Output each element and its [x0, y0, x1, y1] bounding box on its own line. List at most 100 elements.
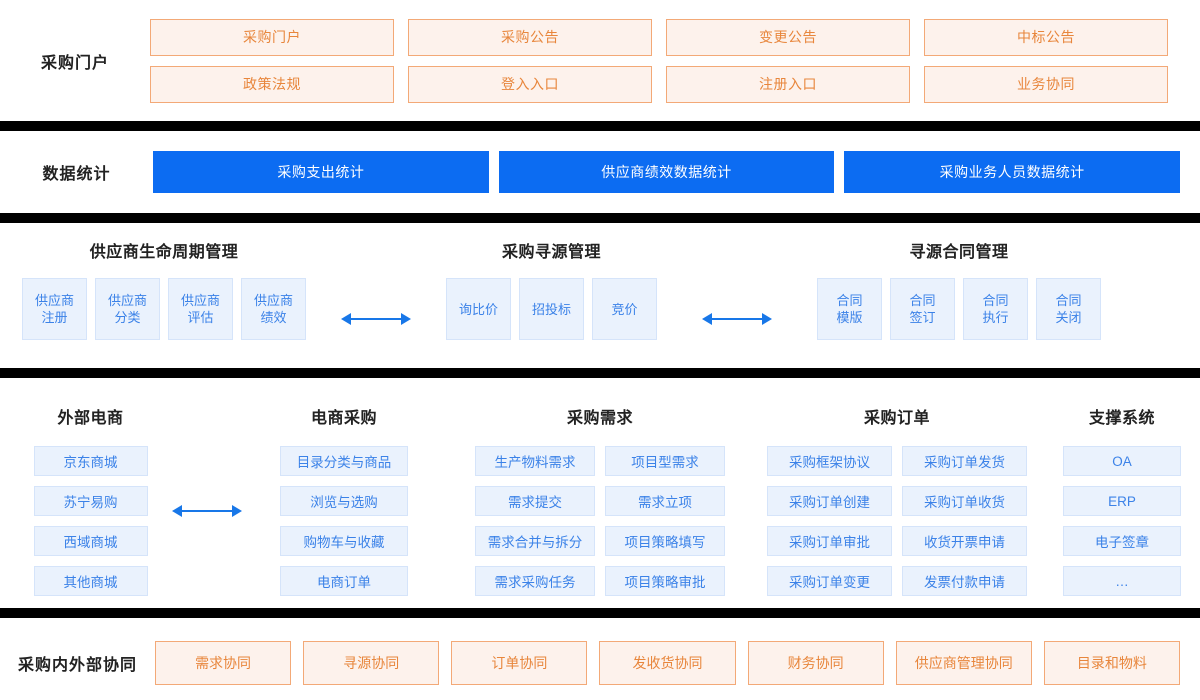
cell-ecommerce-order[interactable]: 电商订单: [280, 566, 408, 596]
tile-line2: 执行: [982, 310, 1009, 325]
cell-xiyu-mall[interactable]: 西域商城: [33, 526, 148, 556]
tile-line1: 询比价: [458, 301, 498, 317]
arrow-sourcing-to-contract-wrap: [657, 223, 817, 368]
cell-erp[interactable]: ERP: [1063, 486, 1181, 516]
cell-order-shipment[interactable]: 采购订单发货: [902, 446, 1027, 476]
cell-electronic-seal[interactable]: 电子签章: [1063, 526, 1181, 556]
cell-more-ellipsis[interactable]: …: [1063, 566, 1181, 596]
tile-line1: 供应商: [180, 293, 220, 308]
portal-chip-grid: 采购门户 采购公告 变更公告 中标公告 政策法规 登入入口 注册入口 业务协同: [150, 18, 1180, 103]
group-supplier-lifecycle-tiles: 供应商 注册 供应商 分类 供应商 评估 供应商 绩效: [22, 278, 306, 340]
column-support-systems-title: 支撑系统: [1088, 410, 1155, 427]
portal-chip-award-announcement[interactable]: 中标公告: [924, 18, 1168, 56]
portal-chip-register-entry[interactable]: 注册入口: [666, 65, 910, 103]
cell-demand-merge-split[interactable]: 需求合并与拆分: [475, 526, 595, 556]
statistics-chip-spend[interactable]: 采购支出统计: [153, 151, 489, 193]
section-collaboration-label: 采购内外部协同: [17, 657, 137, 674]
portal-chip-policy-regulations[interactable]: 政策法规: [150, 65, 394, 103]
collab-chip-sourcing[interactable]: 寻源协同: [303, 641, 440, 685]
cell-suning[interactable]: 苏宁易购: [33, 486, 148, 516]
portal-chip-procurement-announcement[interactable]: 采购公告: [408, 18, 652, 56]
section-procurement-portal: 采购门户 采购门户 采购公告 变更公告 中标公告 政策法规 登入入口 注册入口 …: [0, 0, 1200, 121]
statistics-chip-supplier-performance[interactable]: 供应商绩效数据统计: [498, 151, 835, 193]
collab-chip-finance[interactable]: 财务协同: [747, 641, 884, 685]
collab-chip-shipping-receiving[interactable]: 发收货协同: [599, 641, 736, 685]
tile-inquiry-comparison[interactable]: 询比价: [446, 278, 511, 340]
tile-line1: 合同: [836, 293, 863, 308]
column-external-ecommerce: 外部电商 京东商城 苏宁易购 西域商城 其他商城: [23, 404, 158, 596]
arrow-head-right-icon: [401, 312, 411, 325]
group-sourcing-management: 采购寻源管理 询比价 招投标 竞价: [446, 223, 657, 340]
cell-order-approval[interactable]: 采购订单审批: [767, 526, 892, 556]
portal-chip-change-announcement[interactable]: 变更公告: [666, 18, 910, 56]
cell-order-creation[interactable]: 采购订单创建: [767, 486, 892, 516]
double-arrow-icon: [341, 312, 411, 326]
section-data-statistics: 数据统计 采购支出统计 供应商绩效数据统计 采购业务人员数据统计: [0, 131, 1200, 213]
column-external-ecommerce-title: 外部电商: [57, 410, 124, 427]
cell-project-strategy-approval[interactable]: 项目策略审批: [605, 566, 725, 596]
cell-demand-initiation[interactable]: 需求立项: [605, 486, 725, 516]
column-support-systems: 支撑系统 OA ERP 电子签章 …: [1063, 404, 1181, 596]
cell-browse-select[interactable]: 浏览与选购: [280, 486, 408, 516]
cell-production-material-demand[interactable]: 生产物料需求: [475, 446, 595, 476]
cell-demand-submission[interactable]: 需求提交: [475, 486, 595, 516]
cell-oa[interactable]: OA: [1063, 446, 1181, 476]
tile-auction[interactable]: 竞价: [592, 278, 657, 340]
arrow-head-left-icon: [341, 312, 351, 325]
tile-line2: 关闭: [1055, 310, 1082, 325]
tile-supplier-registration[interactable]: 供应商 注册: [22, 278, 87, 340]
portal-chip-procurement-portal[interactable]: 采购门户: [150, 18, 394, 56]
tile-supplier-classification[interactable]: 供应商 分类: [95, 278, 160, 340]
column-ecommerce-procurement: 电商采购 目录分类与商品 浏览与选购 购物车与收藏 电商订单: [280, 404, 408, 596]
cell-order-change[interactable]: 采购订单变更: [767, 566, 892, 596]
tile-contract-closure[interactable]: 合同 关闭: [1036, 278, 1101, 340]
cell-receipt-invoice-application[interactable]: 收货开票申请: [902, 526, 1027, 556]
statistics-chip-staff-data[interactable]: 采购业务人员数据统计: [844, 151, 1180, 193]
collab-chip-demand[interactable]: 需求协同: [155, 641, 292, 685]
statistics-chip-grid: 采购支出统计 供应商绩效数据统计 采购业务人员数据统计: [153, 151, 1200, 193]
tile-line2: 评估: [187, 310, 214, 325]
cell-invoice-payment-application[interactable]: 发票付款申请: [902, 566, 1027, 596]
section-ecommerce-demand-order: 外部电商 京东商城 苏宁易购 西域商城 其他商城 电商采购 目录分类与商品 浏览…: [0, 378, 1200, 608]
group-contract-management-title: 寻源合同管理: [909, 244, 1009, 261]
tile-line2: 签订: [909, 310, 936, 325]
double-arrow-icon: [172, 504, 242, 518]
cell-framework-agreement[interactable]: 采购框架协议: [767, 446, 892, 476]
cell-catalog-category-goods[interactable]: 目录分类与商品: [280, 446, 408, 476]
portal-chip-login-entry[interactable]: 登入入口: [408, 65, 652, 103]
portal-chip-business-collaboration[interactable]: 业务协同: [924, 65, 1168, 103]
group-contract-management: 寻源合同管理 合同 模版 合同 签订 合同 执行 合同: [817, 223, 1101, 340]
tile-contract-signing[interactable]: 合同 签订: [890, 278, 955, 340]
column-ecommerce-procurement-cells: 目录分类与商品 浏览与选购 购物车与收藏 电商订单: [280, 446, 408, 596]
group-contract-management-tiles: 合同 模版 合同 签订 合同 执行 合同 关闭: [817, 278, 1101, 340]
cell-project-strategy-fill[interactable]: 项目策略填写: [605, 526, 725, 556]
tile-line1: 供应商: [34, 293, 74, 308]
tile-supplier-performance[interactable]: 供应商 绩效: [241, 278, 306, 340]
arrow-head-left-icon: [702, 312, 712, 325]
section-lifecycle-sourcing-contract: 供应商生命周期管理 供应商 注册 供应商 分类 供应商 评估: [0, 223, 1200, 368]
collab-chip-order[interactable]: 订单协同: [451, 641, 588, 685]
tile-line1: 供应商: [253, 293, 293, 308]
cell-jd-mall[interactable]: 京东商城: [33, 446, 148, 476]
divider-bar-2: [0, 213, 1200, 223]
tile-line1: 合同: [1055, 293, 1082, 308]
tile-contract-execution[interactable]: 合同 执行: [963, 278, 1028, 340]
tile-contract-template[interactable]: 合同 模版: [817, 278, 882, 340]
double-arrow-icon: [702, 312, 772, 326]
arrow-head-right-icon: [762, 312, 772, 325]
cell-order-receiving[interactable]: 采购订单收货: [902, 486, 1027, 516]
group-supplier-lifecycle-title: 供应商生命周期管理: [89, 244, 239, 261]
cell-project-demand[interactable]: 项目型需求: [605, 446, 725, 476]
cell-demand-procurement-task[interactable]: 需求采购任务: [475, 566, 595, 596]
column-purchase-order-cells: 采购框架协议 采购订单发货 采购订单创建 采购订单收货 采购订单审批 收货开票申…: [767, 446, 1027, 596]
tile-line2: 注册: [41, 310, 68, 325]
collab-chip-supplier-management[interactable]: 供应商管理协同: [895, 641, 1032, 685]
cell-other-mall[interactable]: 其他商城: [33, 566, 148, 596]
cell-cart-favorites[interactable]: 购物车与收藏: [280, 526, 408, 556]
tile-supplier-evaluation[interactable]: 供应商 评估: [168, 278, 233, 340]
collab-chip-catalog-material[interactable]: 目录和物料: [1043, 641, 1180, 685]
column-procurement-demand-cells: 生产物料需求 项目型需求 需求提交 需求立项 需求合并与拆分 项目策略填写 需求…: [475, 446, 725, 596]
section-portal-label: 采购门户: [40, 54, 109, 72]
tile-bidding[interactable]: 招投标: [519, 278, 584, 340]
